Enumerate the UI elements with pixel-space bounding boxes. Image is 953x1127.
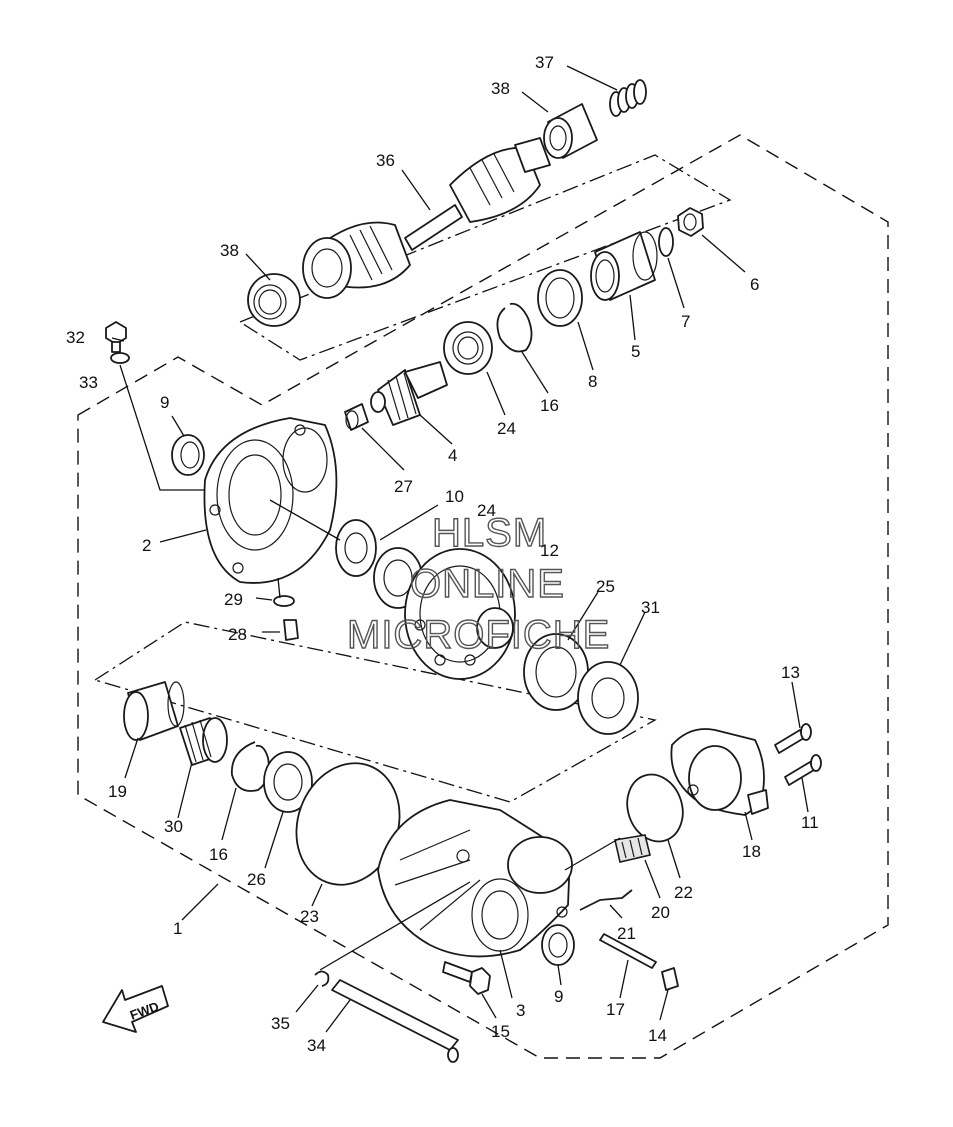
watermark-line-3: MICROFICHE	[347, 613, 610, 657]
callout-24-lower: 24	[477, 501, 496, 520]
callout-37: 37	[535, 53, 554, 72]
callout-9-upper: 9	[160, 393, 169, 412]
screw-14[interactable]	[661, 967, 679, 991]
callout-1: 1	[173, 919, 182, 938]
callout-8: 8	[588, 372, 597, 391]
callout-33: 33	[79, 373, 98, 392]
spring-37[interactable]	[609, 79, 647, 117]
callout-14: 14	[648, 1026, 667, 1045]
callout-26: 26	[247, 870, 266, 889]
drive-pinion-gear-4[interactable]	[370, 361, 448, 426]
callout-16-lower: 16	[209, 845, 228, 864]
leader-lines	[111, 65, 809, 1033]
actuator-motor-18[interactable]	[670, 728, 769, 816]
bolt-32[interactable]	[105, 321, 127, 353]
bearing-38-lower[interactable]	[247, 273, 301, 327]
wire-21[interactable]	[579, 889, 633, 911]
ring-gear-12[interactable]	[404, 548, 516, 680]
callout-27: 27	[394, 477, 413, 496]
washer-33[interactable]	[110, 352, 130, 364]
callout-13: 13	[781, 663, 800, 682]
nut-6[interactable]	[677, 207, 704, 237]
bearing-38-upper[interactable]	[543, 103, 598, 159]
callout-12: 12	[540, 541, 559, 560]
callout-23: 23	[300, 907, 319, 926]
callout-29: 29	[224, 590, 243, 609]
callout-38-lower: 38	[220, 241, 239, 260]
coupling-sleeve-5[interactable]	[590, 231, 658, 301]
bearing-26[interactable]	[263, 751, 313, 813]
callout-38-upper: 38	[491, 79, 510, 98]
washer-29[interactable]	[273, 595, 295, 607]
bolt-28[interactable]	[283, 619, 299, 641]
callout-6: 6	[750, 275, 759, 294]
callout-16-upper: 16	[540, 396, 559, 415]
watermark-line-2: ONLINE	[410, 562, 565, 606]
callout-18: 18	[742, 842, 761, 861]
bearing-24-upper[interactable]	[443, 321, 493, 375]
o-ring-22[interactable]	[619, 767, 691, 848]
oil-seal-9-lower[interactable]	[541, 924, 575, 966]
callout-21: 21	[617, 924, 636, 943]
bolt-13[interactable]	[774, 723, 812, 754]
callout-24-upper: 24	[497, 419, 516, 438]
drive-shaft[interactable]	[302, 137, 551, 299]
brush-holder-20[interactable]	[614, 834, 651, 863]
callout-32: 32	[66, 328, 85, 347]
callout-30: 30	[164, 817, 183, 836]
fwd-arrow: FWD	[102, 985, 169, 1033]
callout-3: 3	[516, 1001, 525, 1020]
callout-19: 19	[108, 782, 127, 801]
watermark: HLSM ONLINE MICROFICHE	[346, 510, 610, 657]
oil-seal-9-upper[interactable]	[171, 434, 205, 476]
shaft-17[interactable]	[599, 933, 657, 969]
watermark-line-1: HLSM	[432, 511, 547, 555]
circlip-16-upper[interactable]	[496, 302, 533, 353]
shaft-group-frame	[238, 154, 732, 361]
shim-31[interactable]	[577, 661, 639, 735]
callout-31: 31	[641, 598, 660, 617]
assembly-boundary	[77, 134, 889, 1059]
callout-7: 7	[681, 312, 690, 331]
callout-2: 2	[142, 536, 151, 555]
spline-sleeve-30[interactable]	[179, 717, 228, 766]
callout-36: 36	[376, 151, 395, 170]
callout-22: 22	[674, 883, 693, 902]
o-ring-7[interactable]	[658, 227, 674, 257]
oil-seal-8[interactable]	[537, 269, 583, 327]
pin-34[interactable]	[331, 979, 459, 1063]
callout-28: 28	[228, 625, 247, 644]
collar-19[interactable]	[123, 681, 185, 741]
callout-11: 11	[801, 813, 819, 832]
callout-25: 25	[596, 577, 615, 596]
circlip-16-lower[interactable]	[231, 741, 270, 792]
differential-group-frame	[93, 621, 657, 803]
callout-10: 10	[445, 487, 464, 506]
gear-case-3[interactable]	[377, 799, 573, 958]
clip-35[interactable]	[314, 970, 330, 987]
callout-17: 17	[606, 1000, 625, 1019]
callout-15: 15	[491, 1022, 510, 1041]
callout-35: 35	[271, 1014, 290, 1033]
callout-20: 20	[651, 903, 670, 922]
callout-labels: 37 38 36 38 6 7 5 8 16 24 4 27 32 33 9 2…	[66, 53, 819, 1055]
callout-9-lower: 9	[554, 987, 563, 1006]
bolt-11[interactable]	[784, 754, 822, 786]
shim-10[interactable]	[335, 519, 377, 577]
bolt-15[interactable]	[442, 961, 491, 995]
needle-bearing-27[interactable]	[344, 403, 369, 431]
callout-34: 34	[307, 1036, 326, 1055]
callout-4: 4	[448, 446, 457, 465]
callout-5: 5	[631, 342, 640, 361]
